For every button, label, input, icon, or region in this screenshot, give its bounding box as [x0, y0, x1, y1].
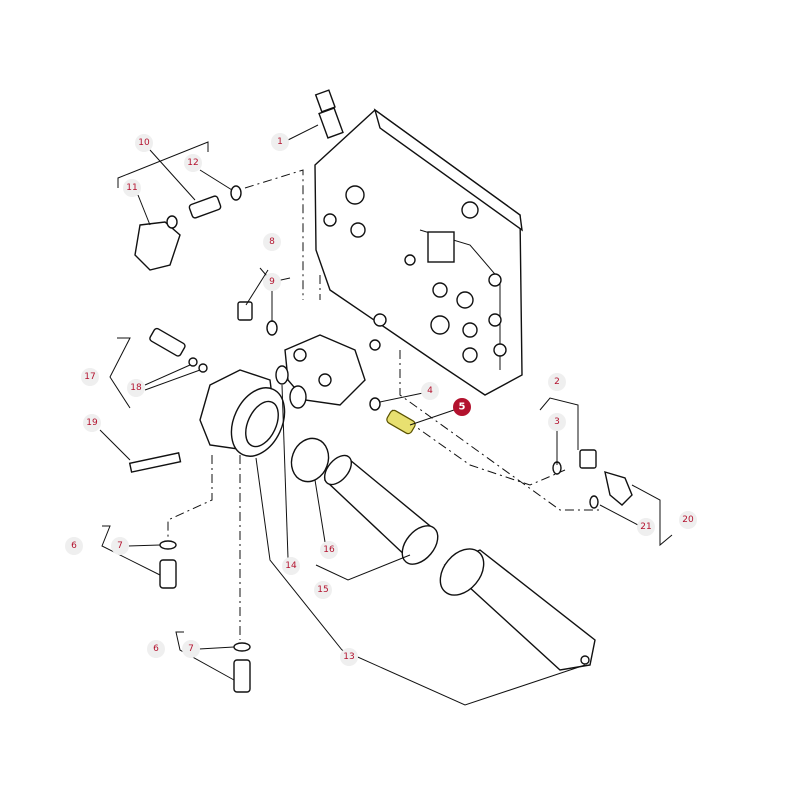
svg-text:10: 10 [138, 138, 150, 148]
svg-text:4: 4 [427, 386, 433, 396]
callout-21: 21 [637, 518, 655, 536]
svg-text:11: 11 [126, 183, 137, 193]
svg-text:17: 17 [84, 372, 95, 382]
svg-text:19: 19 [86, 418, 98, 428]
svg-text:6: 6 [71, 541, 77, 551]
parts-2-3-20-21 [552, 449, 633, 509]
callout-18: 18 [127, 379, 145, 397]
part-1-sensor [314, 89, 344, 139]
parts-17-18 [149, 327, 208, 373]
callout-15: 15 [314, 581, 332, 599]
part-4-oring [369, 397, 381, 411]
svg-text:1: 1 [277, 137, 283, 147]
svg-text:15: 15 [317, 585, 328, 595]
callout-13: 13 [340, 648, 358, 666]
svg-text:7: 7 [188, 644, 194, 654]
svg-text:9: 9 [269, 277, 275, 287]
callout-8: 8 [263, 233, 281, 251]
svg-text:21: 21 [640, 522, 651, 532]
callout-7-upper: 7 [111, 537, 129, 555]
part-5-highlighted-fitting [386, 409, 416, 435]
svg-text:5: 5 [459, 402, 466, 413]
svg-text:12: 12 [187, 158, 198, 168]
callout-1: 1 [271, 133, 289, 151]
callout-20: 20 [679, 511, 697, 529]
filter-head [199, 365, 307, 457]
callout-19: 19 [83, 414, 101, 432]
svg-text:14: 14 [285, 561, 297, 571]
parts-8-9 [237, 301, 278, 336]
callout-3: 3 [548, 413, 566, 431]
filter-element [290, 437, 439, 565]
filter-bowl [439, 548, 596, 671]
callout-9: 9 [263, 273, 281, 291]
callout-14: 14 [282, 557, 300, 575]
callout-4: 4 [421, 382, 439, 400]
callout-17: 17 [81, 368, 99, 386]
svg-text:20: 20 [682, 515, 694, 525]
callout-labels: 1 10 12 11 8 9 17 18 19 4 5 2 3 21 20 6 … [65, 133, 697, 666]
svg-text:16: 16 [323, 545, 335, 555]
callout-12: 12 [184, 154, 202, 172]
svg-text:7: 7 [117, 541, 123, 551]
callout-7-lower: 7 [182, 640, 200, 658]
assembly-lines [167, 169, 600, 640]
svg-text:18: 18 [130, 383, 142, 393]
part-19-bolt [128, 452, 182, 473]
svg-text:3: 3 [554, 417, 560, 427]
callout-11: 11 [123, 179, 141, 197]
callout-6-upper: 6 [65, 537, 83, 555]
callout-10: 10 [135, 134, 153, 152]
callout-5-highlighted[interactable]: 5 [453, 398, 471, 416]
svg-text:13: 13 [343, 652, 354, 662]
parts-10-11-12 [134, 185, 242, 271]
svg-text:2: 2 [554, 377, 560, 387]
leader-lines [99, 124, 673, 706]
callout-2: 2 [548, 373, 566, 391]
parts-6-7 [159, 540, 251, 693]
callout-6-lower: 6 [147, 640, 165, 658]
callout-16: 16 [320, 541, 338, 559]
svg-text:6: 6 [153, 644, 159, 654]
svg-text:8: 8 [269, 237, 275, 247]
valve-body [284, 108, 523, 406]
